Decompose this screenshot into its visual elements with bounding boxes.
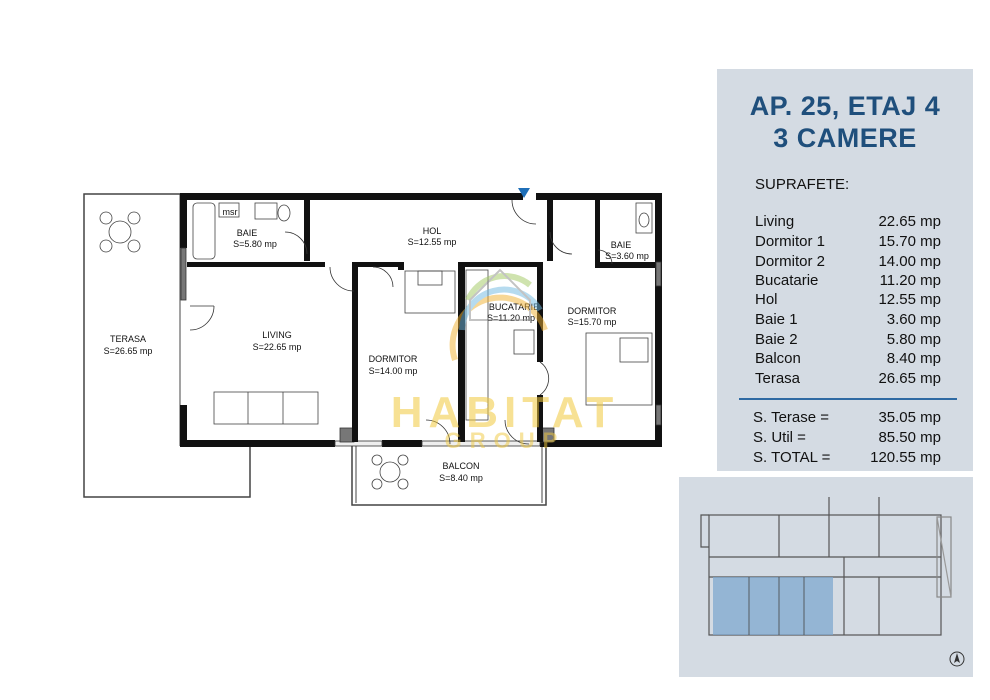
watermark-logo xyxy=(449,268,548,361)
total-row: S. Util = 85.50 mp xyxy=(753,429,941,449)
surface-value: 8.40 mp xyxy=(886,350,941,367)
balcon-label: BALCON xyxy=(442,461,479,471)
divider xyxy=(739,398,957,400)
total-value: 35.05 mp xyxy=(878,409,941,426)
surface-name: Baie 2 xyxy=(755,331,798,348)
hol-label: HOL xyxy=(423,226,442,236)
surface-name: Dormitor 1 xyxy=(755,233,826,250)
surface-name: Baie 1 xyxy=(755,311,798,328)
balcon-area: S=8.40 mp xyxy=(439,473,483,483)
surface-value: 12.55 mp xyxy=(878,291,941,308)
furniture xyxy=(99,202,653,490)
surface-name: Hol xyxy=(755,291,778,308)
terasa-area: S=26.65 mp xyxy=(104,346,153,356)
surface-name: Terasa xyxy=(755,370,801,387)
hol-area: S=12.55 mp xyxy=(408,237,457,247)
surface-value: 11.20 mp xyxy=(879,272,941,289)
windows xyxy=(180,247,662,447)
baie1-area: S=3.60 mp xyxy=(605,251,649,261)
rooms-count-title: 3 CAMERE xyxy=(773,123,917,153)
surface-row: Baie 2 5.80 mp xyxy=(755,331,941,351)
surface-row: Dormitor 2 14.00 mp xyxy=(755,253,941,273)
surface-value: 5.80 mp xyxy=(886,331,941,348)
total-row: S. TOTAL = 120.55 mp xyxy=(753,449,941,469)
living-label: LIVING xyxy=(262,330,292,340)
surface-name: Dormitor 2 xyxy=(755,253,826,270)
surface-value: 3.60 mp xyxy=(886,311,941,328)
surface-value: 22.65 mp xyxy=(878,213,941,230)
dorm2-area: S=14.00 mp xyxy=(369,366,418,376)
baie2-area: S=5.80 mp xyxy=(233,239,277,249)
highlighted-apartment xyxy=(713,577,833,635)
exterior-walls xyxy=(180,193,662,447)
total-row: S. Terase = 35.05 mp xyxy=(753,409,941,429)
balcony-outline xyxy=(351,444,547,506)
surface-name: Living xyxy=(755,213,795,230)
living-area: S=22.65 mp xyxy=(253,342,302,352)
interior-walls xyxy=(187,193,655,442)
surface-value: 15.70 mp xyxy=(878,233,941,250)
surface-value: 14.00 mp xyxy=(878,253,941,270)
surfaces-heading: SUPRAFETE: xyxy=(755,176,850,193)
msr-label: msr xyxy=(223,207,238,217)
bucatarie-area: S=11.20 mp xyxy=(487,313,535,323)
total-value: 120.55 mp xyxy=(870,449,941,466)
surface-row: Bucatarie 11.20 mp xyxy=(755,272,941,292)
surface-value: 26.65 mp xyxy=(878,370,941,387)
total-name: S. Terase = xyxy=(753,409,830,426)
baie2-label: BAIE xyxy=(237,228,258,238)
surface-name: Bucatarie xyxy=(755,272,819,289)
north-arrow-icon xyxy=(949,651,965,667)
entrance-arrow-icon xyxy=(518,188,530,198)
total-name: S. Util = xyxy=(753,429,806,446)
total-name: S. TOTAL = xyxy=(753,449,831,466)
surface-name: Balcon xyxy=(755,350,801,367)
apartment-title: AP. 25, ETAJ 4 xyxy=(749,91,941,121)
terasa-label: TERASA xyxy=(110,334,146,344)
bucatarie-label: BUCATARIE xyxy=(489,302,539,312)
baie1-label: BAIE xyxy=(611,240,632,250)
surface-row: Balcon 8.40 mp xyxy=(755,350,941,370)
surface-row: Dormitor 1 15.70 mp xyxy=(755,233,941,253)
surface-row: Terasa 26.65 mp xyxy=(755,370,941,390)
info-panel: AP. 25, ETAJ 4 3 CAMERE SUPRAFETE: Livin… xyxy=(717,69,973,471)
total-value: 85.50 mp xyxy=(878,429,941,446)
dorm1-area: S=15.70 mp xyxy=(568,317,617,327)
key-plan-drawing xyxy=(700,497,965,667)
surface-row: Baie 1 3.60 mp xyxy=(755,311,941,331)
doors xyxy=(189,199,613,445)
surface-row: Living 22.65 mp xyxy=(755,213,941,233)
surface-row: Hol 12.55 mp xyxy=(755,291,941,311)
dorm1-label: DORMITOR xyxy=(568,306,617,316)
dorm2-label: DORMITOR xyxy=(369,354,418,364)
key-plan xyxy=(679,477,973,677)
